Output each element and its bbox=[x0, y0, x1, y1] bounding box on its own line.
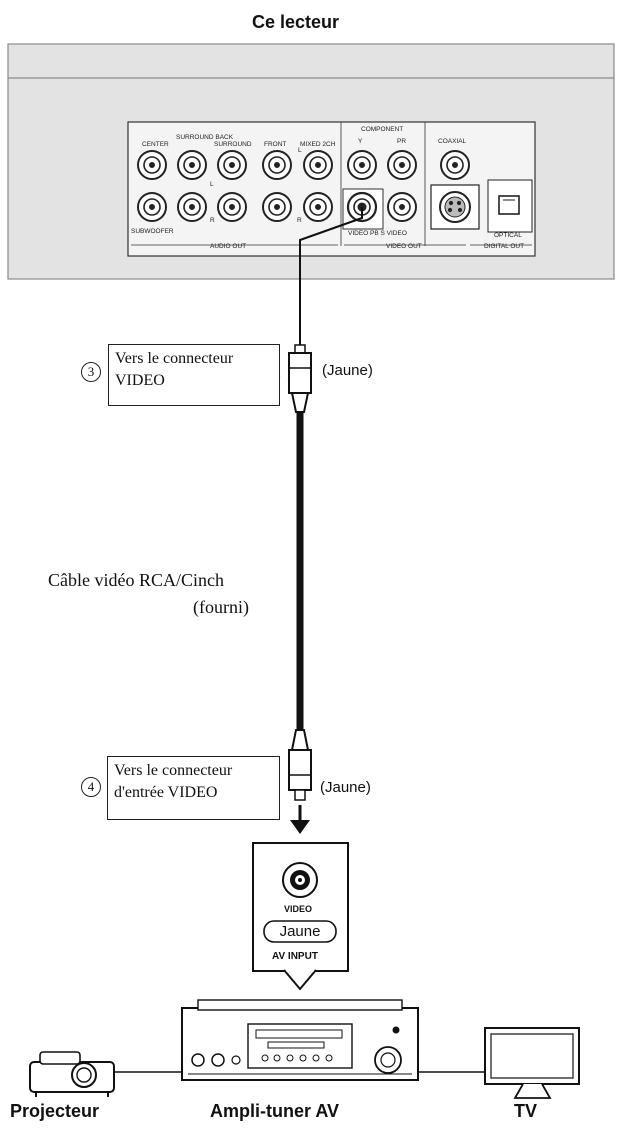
label-r-2: R bbox=[297, 217, 302, 224]
av-input-color-label: Jaune bbox=[279, 923, 321, 940]
label-surround-back: SURROUND BACK bbox=[176, 134, 234, 141]
cable-label-line1: Câble vidéo RCA/Cinch bbox=[48, 570, 224, 590]
rca-jacks-bottom bbox=[137, 192, 417, 222]
label-l-2: L bbox=[298, 147, 302, 154]
label-coaxial: COAXIAL bbox=[438, 138, 467, 145]
step-number-3: 3 bbox=[81, 362, 101, 382]
av-receiver bbox=[181, 999, 419, 1081]
av-input-title: AV INPUT bbox=[272, 951, 318, 962]
projector-label: Projecteur bbox=[10, 1101, 100, 1121]
label-video-out: VIDEO OUT bbox=[386, 243, 422, 250]
cable-label-line2: (fourni) bbox=[193, 597, 249, 617]
step-number-4: 4 bbox=[81, 777, 101, 797]
tv bbox=[484, 1027, 580, 1099]
s-video-jack bbox=[430, 184, 480, 230]
projector bbox=[29, 1051, 115, 1097]
label-surround: SURROUND bbox=[214, 141, 252, 148]
label-component: COMPONENT bbox=[361, 126, 403, 133]
tv-label: TV bbox=[514, 1101, 538, 1121]
optical-port bbox=[487, 179, 533, 233]
label-mixed: MIXED 2CH bbox=[300, 141, 336, 148]
callout-top-line1: Vers le connecteur bbox=[115, 350, 234, 367]
label-digital-out: DIGITAL OUT bbox=[484, 243, 524, 250]
callout-bottom-line2: d'entrée VIDEO bbox=[114, 784, 218, 801]
label-video-pb-svideo: VIDEO PB S VIDEO bbox=[348, 230, 407, 237]
label-y: Y bbox=[358, 138, 363, 145]
label-center: CENTER bbox=[142, 141, 169, 148]
label-pr: PR bbox=[397, 138, 406, 145]
video-cable bbox=[288, 207, 363, 834]
label-audio-out: AUDIO OUT bbox=[210, 243, 246, 250]
player-title: Ce lecteur bbox=[252, 12, 340, 32]
rca-jacks-top bbox=[137, 150, 470, 180]
callout-bottom: Vers le connecteur d'entrée VIDEO bbox=[107, 756, 280, 820]
label-subwoofer: SUBWOOFER bbox=[131, 228, 174, 235]
label-r-1: R bbox=[210, 217, 215, 224]
color-label-top: (Jaune) bbox=[322, 362, 373, 379]
label-l-1: L bbox=[210, 181, 214, 188]
amp-label: Ampli-tuner AV bbox=[210, 1101, 339, 1121]
av-input-box bbox=[252, 842, 349, 991]
label-optical: OPTICAL bbox=[494, 232, 522, 239]
color-label-bottom: (Jaune) bbox=[320, 779, 371, 796]
callout-top: Vers le connecteur VIDEO bbox=[108, 344, 280, 406]
callout-top-line2: VIDEO bbox=[115, 372, 165, 389]
callout-bottom-line1: Vers le connecteur bbox=[114, 762, 233, 779]
label-front: FRONT bbox=[264, 141, 286, 148]
av-input-video-label: VIDEO bbox=[284, 904, 313, 914]
